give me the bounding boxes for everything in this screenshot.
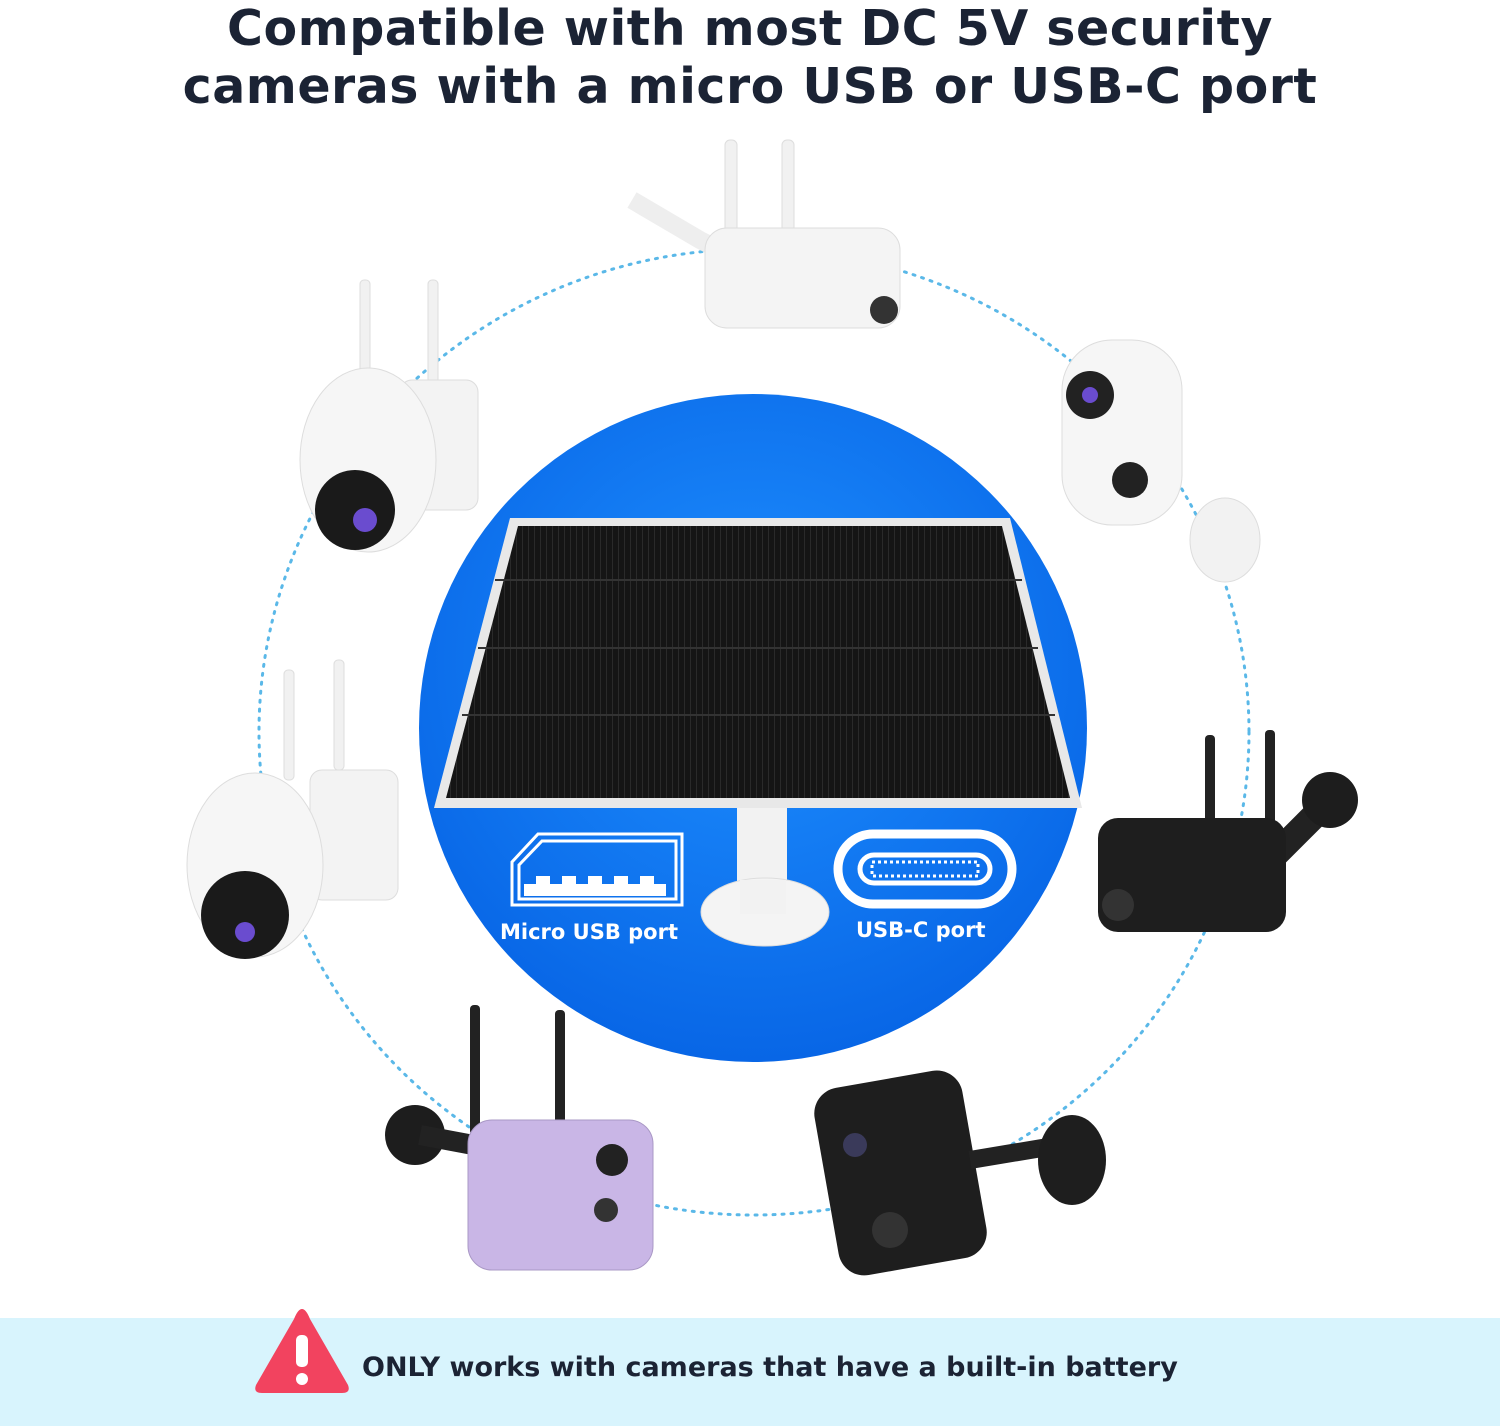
notice-banner — [0, 1318, 1500, 1426]
usb-c-icon — [833, 829, 1017, 909]
camera-bottom-right-black — [814, 1070, 1106, 1276]
notice-text: ONLY works with cameras that have a buil… — [362, 1352, 1178, 1383]
camera-right-white — [1061, 339, 1261, 583]
micro-usb-label: Micro USB port — [500, 920, 678, 944]
usb-c-label: USB-C port — [856, 918, 986, 942]
solar-panel — [434, 518, 1082, 808]
title-line-2: cameras with a micro USB or USB-C port — [182, 58, 1318, 115]
warning-triangle-icon — [255, 1309, 349, 1393]
camera-right-black — [1098, 730, 1358, 932]
camera-top-bullet — [627, 139, 901, 329]
camera-left-ptz — [186, 659, 399, 959]
page-title: Compatible with most DC 5V security came… — [0, 0, 1500, 116]
product-illustration — [186, 139, 1358, 1276]
panel-stand — [700, 808, 830, 947]
camera-top-left-ptz — [299, 279, 479, 553]
micro-usb-icon — [510, 832, 684, 907]
title-line-1: Compatible with most DC 5V security — [227, 0, 1273, 57]
camera-bottom-left-purple — [385, 1005, 654, 1271]
